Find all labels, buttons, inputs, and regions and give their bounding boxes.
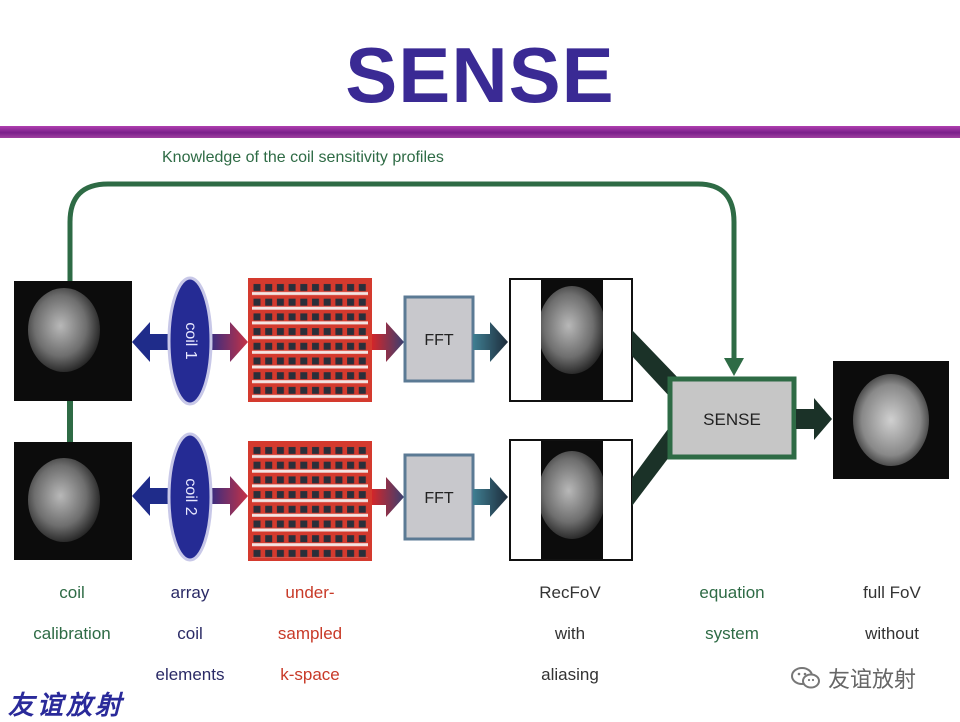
coil-2-ellipse: coil 2 <box>167 432 213 562</box>
svg-text:coil 1: coil 1 <box>182 322 199 359</box>
coil-1-ellipse: coil 1 <box>167 276 213 406</box>
arrow-kspace1-fft <box>372 322 404 362</box>
arrow-coil1-right <box>204 322 248 362</box>
arrow-coil2-right <box>204 476 248 516</box>
slide-title: SENSE <box>345 31 615 119</box>
aliased-image-2 <box>509 439 633 561</box>
watermark-left: 友谊放射 <box>8 691 125 721</box>
wechat-icon <box>791 667 820 689</box>
full-fov-image <box>833 361 949 479</box>
label-full-fov: full FoV without <box>863 583 921 643</box>
kspace-grid-2 <box>248 441 372 561</box>
title-divider <box>0 126 960 138</box>
svg-text:FFT: FFT <box>424 332 454 349</box>
knowledge-arrow-head <box>724 358 744 376</box>
arrow-coil1-left <box>132 322 178 362</box>
label-coil-calibration: coil calibration <box>33 583 111 643</box>
label-equation-system: equation system <box>699 583 765 643</box>
knowledge-arrow-line <box>67 181 737 360</box>
sense-diagram: Knowledge of the coil sensitivity profil… <box>14 149 949 562</box>
label-recfov-aliasing: RecFoV with aliasing <box>539 583 601 684</box>
watermark-right: 友谊放射 <box>790 662 916 694</box>
arrow-sense-output <box>796 398 832 440</box>
calibration-image-2 <box>14 442 132 560</box>
sense-box: SENSE <box>667 376 797 460</box>
arrow-kspace2-fft <box>372 477 404 517</box>
fft-box-2: FFT <box>403 453 475 541</box>
calibration-image-1 <box>14 281 132 401</box>
arrow-coil2-left <box>132 476 178 516</box>
arrow-fft1-image <box>473 322 508 362</box>
arrow-fft2-image <box>473 477 508 517</box>
fft-box-1: FFT <box>403 295 475 383</box>
kspace-grid-1 <box>248 278 372 402</box>
svg-text:SENSE: SENSE <box>703 410 761 429</box>
aliased-image-1 <box>509 278 633 402</box>
label-undersampled-kspace: under- sampled k-space <box>277 583 343 684</box>
label-array-coil-elements: array coil elements <box>155 583 225 684</box>
svg-text:FFT: FFT <box>424 490 454 507</box>
knowledge-label: Knowledge of the coil sensitivity profil… <box>162 149 444 166</box>
svg-text:coil 2: coil 2 <box>182 478 199 515</box>
calibration-connector <box>67 400 73 442</box>
